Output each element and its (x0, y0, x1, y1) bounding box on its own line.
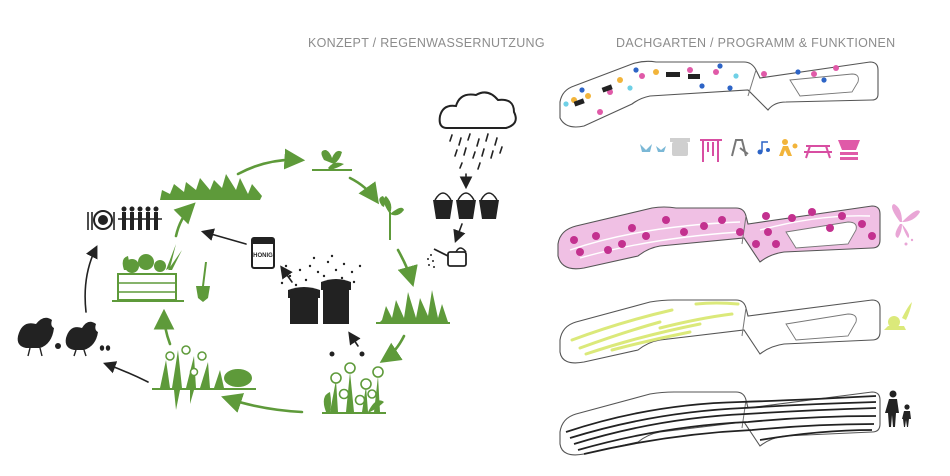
seedling-icon (379, 196, 404, 240)
concept-heading: KONZEPT / REGENWASSERNUTZUNG (308, 36, 545, 50)
roof-plan-pink (557, 205, 881, 270)
program-icons-row (640, 138, 860, 162)
arrow-grass-to-flowers (379, 334, 406, 363)
roof-plan-lime (559, 299, 881, 364)
snail-icon (884, 302, 912, 330)
beehive-icon (288, 279, 351, 324)
bucket-icon (433, 192, 499, 219)
arrow-chickens-to-table (84, 245, 98, 313)
grass-sprout-icon (312, 150, 352, 171)
arrow-crate-to-field (173, 202, 196, 238)
honey-jar-icon: HONIG (251, 237, 275, 269)
music-icon (757, 141, 770, 155)
arrow-flowers-to-hive (348, 331, 361, 347)
roof-garden-heading: DACHGARTEN / PROGRAMM & FUNKTIONEN (616, 36, 896, 50)
tools-icon (731, 139, 749, 157)
arrow-flowers-to-garden (221, 393, 304, 414)
watering-can-icon (427, 247, 467, 268)
people-icon (118, 206, 162, 230)
bbq-icon (838, 140, 860, 160)
arrow-honey-to-crate (200, 228, 247, 245)
vegetable-garden-icon (152, 345, 256, 410)
cycle-arrows (84, 148, 473, 414)
arrow-garden-to-chickens (102, 361, 149, 383)
honey-jar-label: HONIG (253, 253, 273, 259)
harvest-crate-icon (112, 273, 184, 302)
lounge-icon (670, 138, 690, 156)
roof-plan-program (559, 60, 879, 128)
arrow-hive-to-honey (280, 265, 293, 283)
tall-grass-icon (376, 290, 450, 324)
arrow-sprout-to-seedling (348, 176, 380, 205)
arrow-seedling-to-grass (396, 248, 418, 287)
flowers-icon (322, 351, 386, 414)
picnic-table-icon (804, 145, 832, 159)
arrow-grass-to-sprout (236, 148, 306, 176)
arrow-garden-to-crate (153, 308, 175, 346)
birds-icon (640, 144, 666, 152)
chickens-icon (17, 317, 111, 357)
butterfly-icon (892, 204, 920, 246)
grass-field-icon (160, 174, 262, 200)
vegetables-icon (122, 244, 182, 273)
roof-plan-paths (559, 391, 881, 456)
clothes-rack-icon (700, 139, 722, 162)
arrow-buckets-to-can (453, 223, 466, 243)
adult-child-icon (885, 390, 911, 427)
play-icon (779, 139, 798, 156)
shovel-icon (196, 262, 210, 302)
dining-table-icon (87, 210, 115, 230)
rain-cloud-icon (438, 91, 517, 170)
